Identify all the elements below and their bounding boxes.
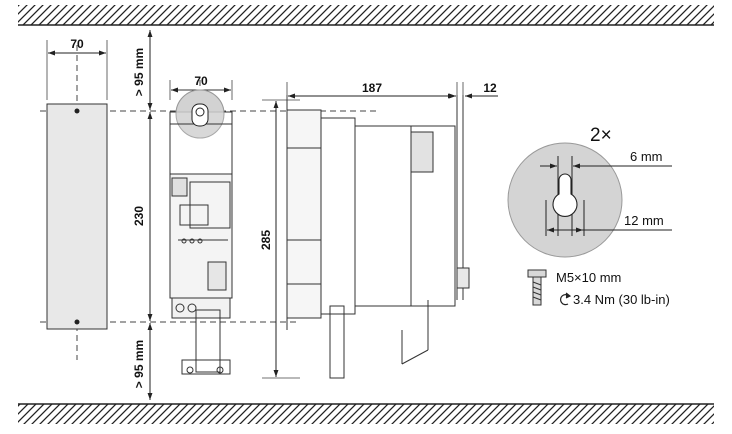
clearance-bottom-label: > 95 mm: [132, 340, 146, 388]
mounting-plate: 70: [46, 37, 108, 330]
torque-label: 3.4 Nm (30 lb-in): [573, 292, 670, 307]
plate-hole-top: [74, 108, 80, 114]
height-label: 285: [259, 230, 273, 250]
screw-size-label: M5×10 mm: [556, 270, 621, 285]
quantity-label: 2×: [590, 125, 612, 146]
slot-length-label: 12 mm: [624, 213, 664, 228]
ceiling-hatch: [18, 5, 714, 26]
slot-width-label: 6 mm: [630, 149, 663, 164]
screw-icon: [527, 269, 547, 306]
plate-width-label: 70: [70, 37, 84, 51]
device-front-view: [169, 80, 233, 375]
rail-offset-label: 12: [483, 81, 497, 95]
hole-spacing-label: 230: [132, 206, 146, 226]
device-side-view: [286, 95, 470, 379]
torque-icon: [560, 292, 572, 306]
screw-spec: M5×10 mm 3.4 Nm (30 lb-in): [527, 269, 670, 307]
plate-hole-bottom: [74, 319, 80, 325]
depth-label: 187: [362, 81, 382, 95]
depth-dimension: [286, 82, 498, 100]
keyhole-detail: 2× 6 mm 12 mm: [507, 125, 672, 258]
floor-hatch: [18, 403, 714, 424]
device-width-label: 70: [194, 74, 208, 88]
height-dimension: [262, 99, 300, 379]
clearance-top-label: > 95 mm: [132, 48, 146, 96]
